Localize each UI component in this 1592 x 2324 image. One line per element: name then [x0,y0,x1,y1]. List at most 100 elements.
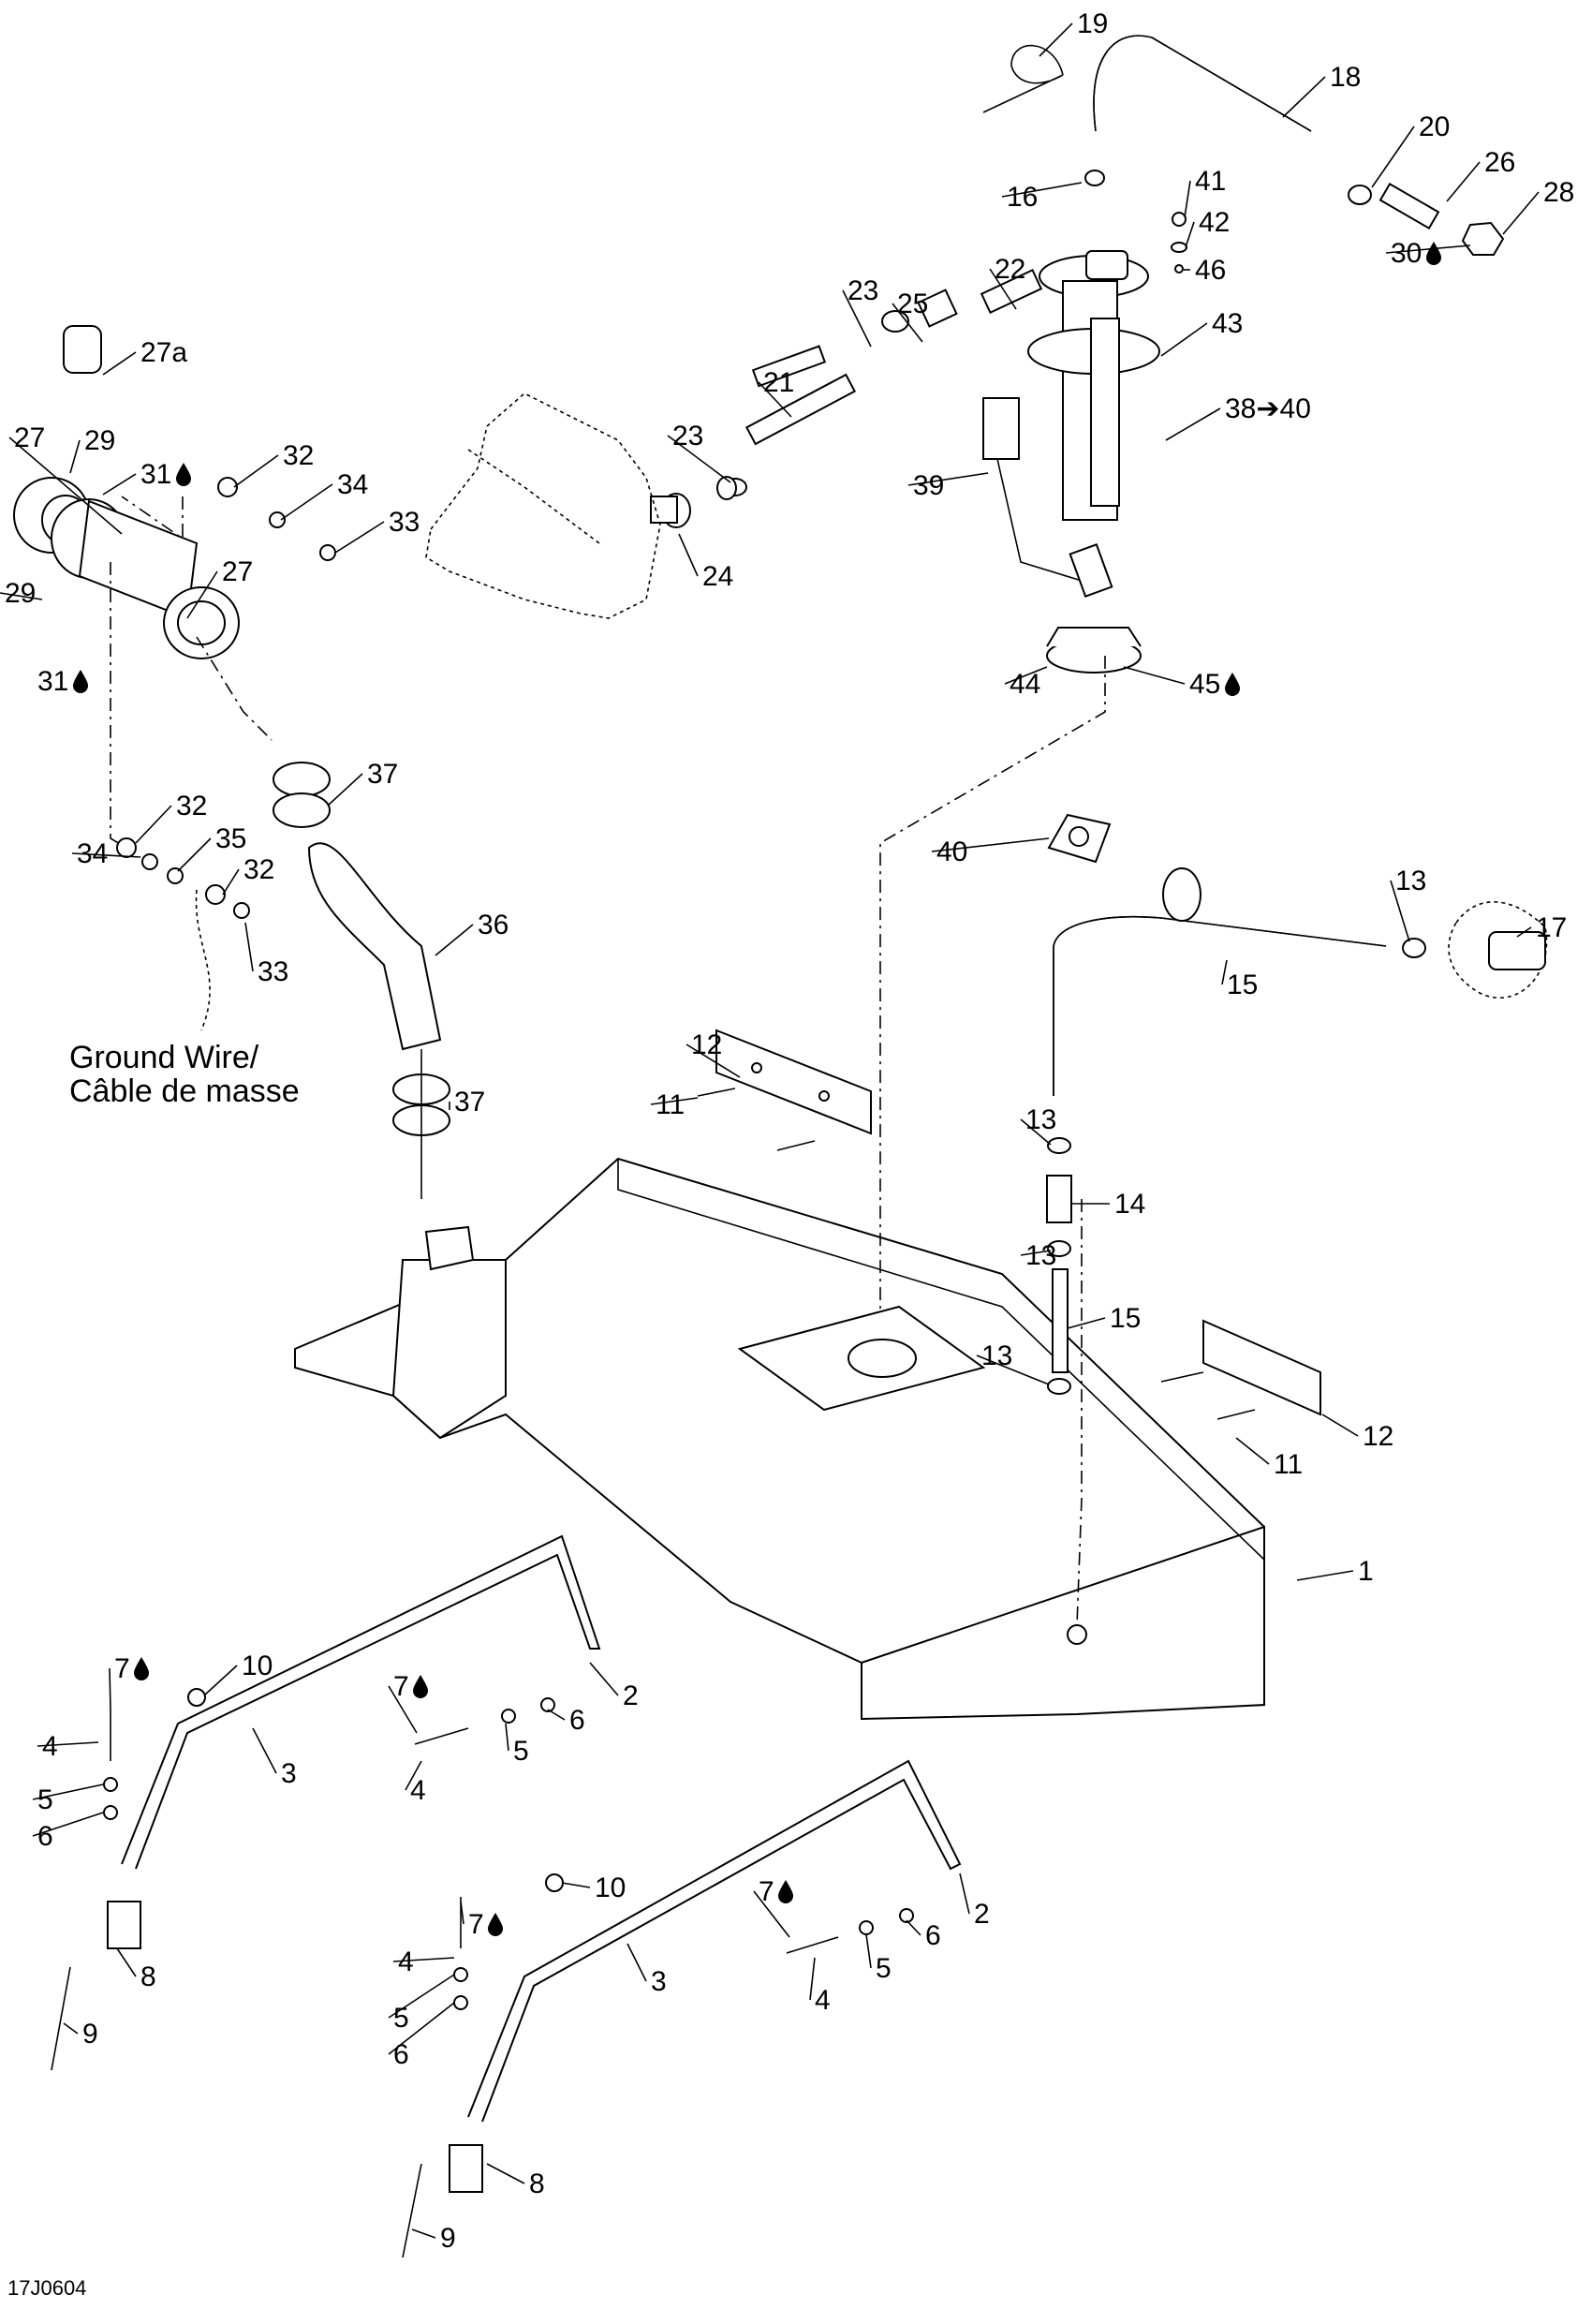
callout-21: 21 [758,367,794,418]
callout-number: 26 [1484,147,1515,178]
ground-wire-note-line1: Ground Wire/ [69,1040,259,1075]
filler-hose-36 [273,762,450,1199]
callout-16: 16 [1001,182,1083,213]
callout-36: 36 [435,910,509,956]
callout-31: 31 [102,459,191,496]
guide-line [1076,1199,1083,1626]
leader-line [388,1974,455,2019]
callout-number: 4 [42,1731,58,1762]
callout-6: 6 [388,2002,455,2070]
callout-number: 37 [367,759,398,790]
callout-number: 38➔40 [1225,393,1311,424]
leader-line [69,439,81,474]
leader-line [1067,1317,1106,1329]
callout-20: 20 [1371,111,1450,188]
leader-line [186,570,218,619]
callout-number: 5 [393,2003,409,2034]
leader-line [1516,926,1532,938]
callout-1: 1 [1296,1556,1374,1587]
callout-number: 8 [529,2169,545,2199]
callout-5: 5 [505,1723,529,1767]
callout-18: 18 [1282,62,1361,118]
callout-13: 13 [1020,1240,1056,1271]
callout-9: 9 [411,2223,456,2254]
ground-wire-note-line2: Câble de masse [69,1073,300,1109]
callout-number: 5 [513,1736,529,1767]
callout-number: 11 [1274,1449,1303,1480]
leader-line [486,2163,525,2184]
callout-number: 31 [140,459,171,490]
leader-line [976,1354,1050,1385]
callout-number: 3 [281,1758,297,1789]
callout-number: 6 [37,1821,53,1852]
callout-25: 25 [892,289,928,343]
leader-line [8,437,123,535]
callout-number: 9 [440,2223,456,2254]
liquid-drop-icon [778,1880,793,1903]
fasteners-lower [51,1688,914,2258]
liquid-drop-icon [176,463,191,486]
callout-number: 5 [876,1953,892,1984]
callout-number: 22 [995,254,1025,285]
callout-45: 45 [1123,666,1240,700]
clamp-23 [716,476,737,500]
leader-line [1004,666,1048,685]
callout-33: 33 [244,922,288,987]
leader-line [1502,191,1540,235]
callout-6: 6 [547,1705,585,1736]
callout-29: 29 [69,425,115,474]
callout-11: 11 [1235,1437,1303,1480]
callout-17: 17 [1516,912,1567,943]
liquid-drop-icon [73,670,88,693]
leader-line [685,1044,741,1078]
leader-line [907,472,989,486]
leader-line [460,1901,464,1925]
callout-6: 6 [32,1812,104,1852]
leader-line [327,773,363,807]
callout-8: 8 [486,2163,545,2199]
leader-line [505,1723,509,1752]
leader-line [102,351,137,376]
callout-3: 3 [252,1727,297,1789]
leader-line [0,592,43,600]
callout-13: 13 [1020,1104,1056,1146]
callout-number: 42 [1199,207,1230,238]
callout-4: 4 [405,1760,426,1806]
callout-40: 40 [931,836,1050,867]
leader-line [102,473,137,496]
callout-43: 43 [1160,308,1243,357]
callout-41: 41 [1184,166,1226,218]
callout-number: 12 [691,1029,722,1060]
leader-line [758,381,792,418]
callout-7: 7 [388,1671,428,1734]
leader-line [37,1741,99,1747]
callout-10: 10 [203,1650,273,1696]
callout-number: 10 [595,1873,626,1903]
callout-number: 29 [5,578,36,609]
leader-line [667,435,731,483]
vent-line [1046,867,1548,1395]
callout-number: 9 [82,2019,98,2050]
nut-28 [1461,221,1505,256]
callout-number: 23 [672,421,703,451]
callout-number: 2 [623,1680,639,1711]
callout-27a: 27a [102,337,187,376]
callout-28: 28 [1502,177,1574,235]
leader-line [626,1943,647,1982]
leader-line [1160,322,1208,357]
leader-line [678,533,699,577]
leader-line [1446,161,1481,202]
clamp-20 [1348,185,1372,205]
callout-number: 32 [283,440,314,471]
callout-23: 23 [842,275,878,348]
callout-number: 35 [215,823,246,854]
callout-7: 7 [109,1653,149,1710]
callout-13: 13 [976,1340,1050,1385]
callout-number: 15 [1110,1303,1141,1334]
callout-number: 1 [1358,1556,1374,1587]
fuel-tank [294,1157,1265,1721]
callout-33: 33 [334,507,420,554]
callout-4: 4 [37,1731,99,1762]
leader-line [203,1665,238,1696]
